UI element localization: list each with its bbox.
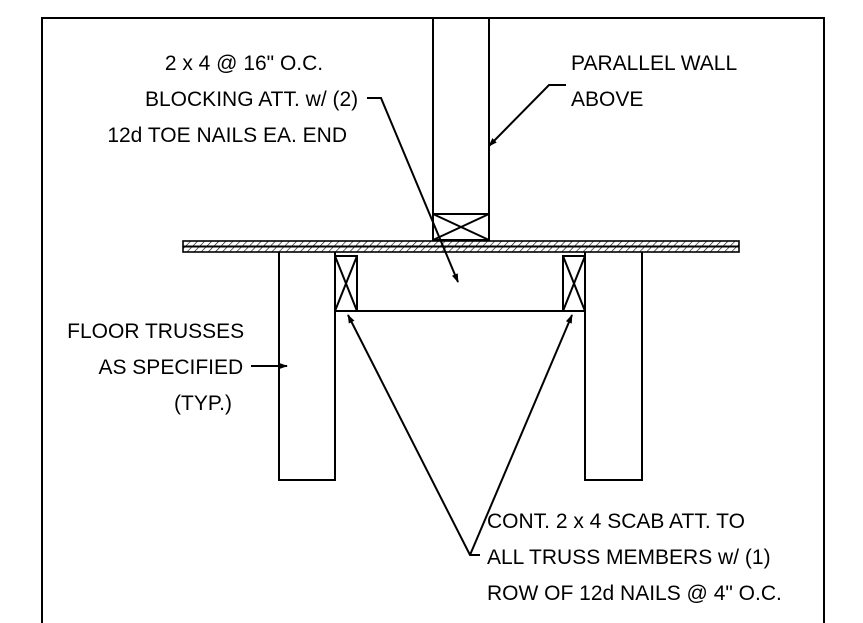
- floor-trusses-note-line-2: AS SPECIFIED: [98, 356, 243, 379]
- blocking-note: 2 x 4 @ 16" O.C. BLOCKING ATT. w/ (2) 12…: [107, 52, 364, 147]
- floor-trusses-note: FLOOR TRUSSES AS SPECIFIED (TYP.): [67, 320, 250, 415]
- blocking-leader: [367, 97, 459, 283]
- parallel-wall-note-line-1: PARALLEL WALL: [571, 52, 736, 75]
- parallel-wall-note: PARALLEL WALL ABOVE: [571, 52, 742, 111]
- blocking-note-line-3: 12d TOE NAILS EA. END: [107, 124, 347, 147]
- wall-blocking-x: [432, 213, 490, 241]
- blocking-note-line-2: BLOCKING ATT. w/ (2): [145, 88, 358, 111]
- scab-note-line-2: ALL TRUSS MEMBERS w/ (1): [487, 546, 771, 569]
- floor-trusses-note-line-3: (TYP.): [174, 392, 232, 415]
- scab-left-x: [334, 255, 358, 312]
- parallel-wall-note-line-2: ABOVE: [571, 88, 643, 111]
- floor-trusses-note-line-1: FLOOR TRUSSES: [67, 320, 244, 343]
- floor-truss-left: [278, 252, 336, 481]
- scab-leader-right: [469, 314, 573, 556]
- parallel-wall-leader: [488, 84, 566, 147]
- subfloor-sheathing: [182, 240, 740, 253]
- scab-right-x: [562, 255, 586, 312]
- floor-truss-right: [584, 252, 643, 481]
- blocking-note-line-1: 2 x 4 @ 16" O.C.: [165, 52, 323, 75]
- scab-leader-left: [347, 314, 480, 556]
- scab-note: CONT. 2 x 4 SCAB ATT. TO ALL TRUSS MEMBE…: [487, 510, 782, 605]
- scab-note-line-3: ROW OF 12d NAILS @ 4" O.C.: [487, 582, 782, 605]
- scab-note-line-1: CONT. 2 x 4 SCAB ATT. TO: [487, 510, 745, 533]
